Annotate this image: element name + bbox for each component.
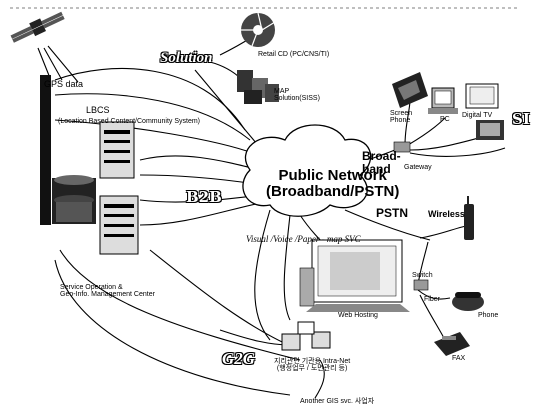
lbcs-full-label: (Location Based Content/Community System… <box>58 118 200 125</box>
fax-drawing <box>434 332 470 356</box>
public-network-label: Public Network (Broadband/PSTN) <box>266 168 399 200</box>
pstn-label: PSTN <box>376 207 408 220</box>
screen-phone-drawing <box>392 72 428 108</box>
fax-label: FAX <box>452 355 465 362</box>
intranet-link-1 <box>284 215 290 320</box>
gateway-label: Gateway <box>404 164 432 171</box>
intranet-label: 지리관련 기관용 Intra-Net (행정업무 / 도면관리 등) <box>274 358 350 373</box>
gps-pole <box>40 75 51 225</box>
mobile-phone-drawing <box>464 196 474 240</box>
web-hosting-drawing <box>300 240 410 312</box>
screen-phone-label: Screen Phone <box>390 110 412 125</box>
wireless-link <box>420 225 470 238</box>
retail-cd-drawing <box>241 13 275 47</box>
storage-unit <box>52 175 96 224</box>
visual-voice-label: Visual /Voice /Paper - map SVC <box>246 235 361 244</box>
switch-box <box>414 280 428 290</box>
digital-tv-label: Digital TV <box>462 112 492 119</box>
b2b-label: B2B <box>186 190 222 206</box>
server-tower-1 <box>100 122 134 178</box>
pc-label: PC <box>440 116 450 123</box>
solution-label: Solution <box>160 51 213 67</box>
pc-drawing <box>428 88 458 114</box>
lbcs-label: LBCS <box>86 106 110 115</box>
web-hosting-label: Web Hosting <box>338 312 378 319</box>
retail-cd-label: Retail CD (PC/CNS/TI) <box>258 51 329 58</box>
map-solution-drawing <box>237 70 279 104</box>
intranet-drawing <box>282 322 330 350</box>
g2g-label: G2G <box>222 350 255 368</box>
switch-label: Switch <box>412 272 433 279</box>
g2g-link <box>220 330 290 345</box>
phone-label: Phone <box>478 312 498 319</box>
intranet-link-2 <box>255 210 270 340</box>
map-solution-label: MAP Solution(SISS) <box>274 88 320 103</box>
fiber-label: Fiber <box>424 296 440 303</box>
another-gis-label: Another GIS svc. 사업자 <box>300 398 374 405</box>
partial-si-label: SI <box>512 112 530 128</box>
service-link-3 <box>150 250 300 350</box>
server-link-1 <box>140 156 260 170</box>
gps-data-label: GPS data <box>44 80 83 89</box>
wireless-label: Wireless <box>428 210 465 219</box>
telephone-drawing <box>452 292 484 311</box>
satellite-drawing <box>9 9 66 45</box>
server-tower-2 <box>100 196 138 254</box>
service-link-1 <box>60 250 300 360</box>
service-center-label: Service Operation & Geo-Info. Management… <box>60 284 155 299</box>
